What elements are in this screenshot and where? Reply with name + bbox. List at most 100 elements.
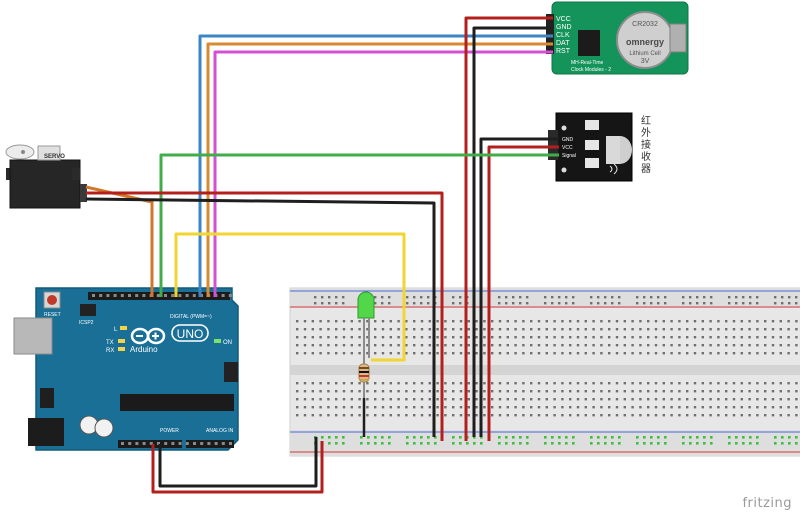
bb-hole <box>327 390 330 393</box>
bb-hole <box>319 406 322 409</box>
bb-hole <box>475 414 478 417</box>
rail-hole-connected <box>565 442 568 445</box>
bb-hole <box>444 414 447 417</box>
bb-hole <box>717 390 720 393</box>
bb-hole <box>787 414 790 417</box>
bb-hole <box>584 344 587 347</box>
header-pin <box>142 294 146 297</box>
bb-hole <box>764 328 767 331</box>
rail-hole <box>374 296 377 299</box>
bb-hole <box>779 336 782 339</box>
bb-hole <box>303 382 307 385</box>
bb-hole <box>444 328 447 331</box>
bb-hole <box>366 328 369 331</box>
bb-hole <box>514 382 517 385</box>
bb-hole <box>779 320 782 323</box>
rail-hole <box>420 302 423 305</box>
bb-hole <box>342 320 346 323</box>
bb-hole <box>662 320 665 323</box>
header-pin <box>192 294 196 297</box>
reset-button[interactable] <box>47 295 57 305</box>
bb-hole <box>311 352 314 355</box>
wire-arduino-5v-red <box>151 441 324 494</box>
rail-hole-connected <box>795 442 798 445</box>
bb-hole <box>452 336 455 339</box>
wire-led-yellow <box>174 232 406 362</box>
rail-hole-connected <box>526 436 529 439</box>
bb-hole <box>693 352 697 355</box>
rail-hole <box>728 302 731 305</box>
bb-hole <box>483 328 486 331</box>
rail-hole-connected <box>795 436 798 439</box>
bb-hole <box>639 352 642 355</box>
bb-hole <box>389 320 392 323</box>
bb-hole <box>693 398 697 401</box>
bb-hole <box>600 320 603 323</box>
bb-hole <box>787 390 790 393</box>
bb-hole <box>475 336 478 339</box>
bb-hole <box>428 320 431 323</box>
bb-hole <box>436 382 439 385</box>
bb-hole <box>771 414 775 417</box>
bb-hole <box>483 320 486 323</box>
bb-hole <box>389 336 392 339</box>
bb-hole <box>358 352 361 355</box>
bb-hole <box>795 398 798 401</box>
bb-hole <box>522 406 525 409</box>
bb-hole <box>483 336 486 339</box>
bb-hole <box>576 390 580 393</box>
bb-hole <box>366 398 369 401</box>
rail-hole <box>742 296 745 299</box>
digital-label: DIGITAL (PWM=~) <box>170 314 212 320</box>
bb-hole <box>537 336 541 339</box>
bb-hole <box>428 336 431 339</box>
bb-hole <box>561 398 564 401</box>
bb-hole <box>608 352 611 355</box>
rail-hole <box>604 296 607 299</box>
bb-hole <box>748 344 751 347</box>
bb-hole <box>569 336 572 339</box>
bb-hole <box>483 398 486 401</box>
icsp-header <box>224 362 238 382</box>
rail-hole-connected <box>335 442 338 445</box>
bb-hole <box>342 352 346 355</box>
bb-hole <box>764 390 767 393</box>
bb-hole <box>553 382 556 385</box>
bb-hole <box>459 344 463 347</box>
rail-hole <box>657 302 660 305</box>
rail-hole <box>636 302 639 305</box>
bb-hole <box>444 406 447 409</box>
bb-hole <box>623 414 626 417</box>
bb-hole <box>662 406 665 409</box>
wire-servo-gnd-black <box>85 197 436 437</box>
bb-hole <box>662 344 665 347</box>
bb-hole <box>350 352 353 355</box>
rail-hole-connected <box>710 442 713 445</box>
bb-hole <box>475 406 478 409</box>
bb-hole <box>311 336 314 339</box>
bb-hole <box>514 406 517 409</box>
rail-hole <box>650 302 653 305</box>
bb-hole <box>654 382 658 385</box>
bb-hole <box>491 344 494 347</box>
bb-hole <box>561 390 564 393</box>
bb-hole <box>576 328 580 331</box>
bb-hole <box>553 352 556 355</box>
bb-hole <box>756 382 759 385</box>
rtc-pin-gnd: GND <box>556 24 572 31</box>
rail-hole <box>558 302 561 305</box>
power-jack <box>28 418 64 446</box>
bb-hole <box>600 344 603 347</box>
rail-hole-connected <box>558 436 561 439</box>
bb-hole <box>561 406 564 409</box>
bb-hole <box>436 328 439 331</box>
bb-hole <box>319 336 322 339</box>
rail-hole-connected <box>572 436 575 439</box>
rail-hole-connected <box>388 442 391 445</box>
bb-hole <box>397 414 400 417</box>
rail-hole-connected <box>374 436 377 439</box>
bb-hole <box>701 414 704 417</box>
rail-hole-connected <box>505 436 508 439</box>
bb-hole <box>748 320 751 323</box>
bb-hole <box>514 336 517 339</box>
